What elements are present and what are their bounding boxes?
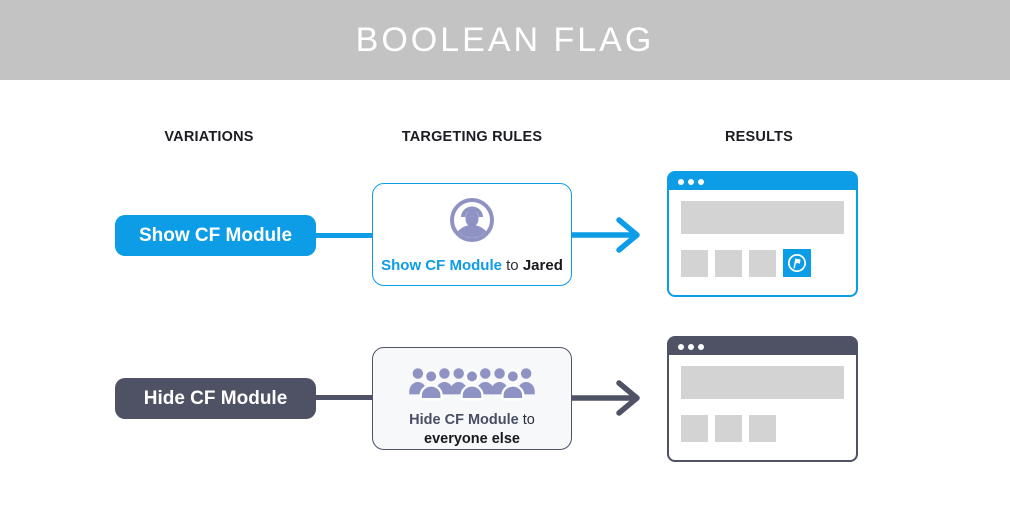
placeholder-banner — [681, 201, 844, 234]
variation-pill-hide-cf-module: Hide CF Module — [115, 378, 316, 419]
browser-content — [669, 190, 856, 288]
window-dot-icon — [678, 178, 684, 185]
user-group-icon — [406, 364, 538, 407]
placeholder-tile — [749, 415, 776, 442]
browser-content — [669, 355, 856, 453]
targeting-rule-card-show: Show CF Module to Jared — [372, 183, 572, 286]
placeholder-tiles-row — [681, 415, 844, 442]
page-title: BOOLEAN FLAG — [355, 20, 655, 59]
window-dot-icon — [688, 343, 694, 350]
result-browser-hidden — [667, 336, 858, 462]
variation-pill-show-cf-module: Show CF Module — [115, 215, 316, 256]
rule-audience: Jared — [522, 257, 563, 274]
browser-titlebar — [669, 173, 856, 190]
column-label-targeting-rules: TARGETING RULES — [401, 129, 543, 145]
cf-module-tile — [783, 249, 811, 277]
window-dot-icon — [698, 343, 704, 350]
rule-flag-name: Hide CF Module — [409, 412, 519, 428]
placeholder-banner — [681, 366, 844, 399]
connector-line — [314, 233, 374, 238]
window-dot-icon — [678, 343, 684, 350]
rule-connector: to — [522, 412, 535, 428]
connector-line — [314, 395, 374, 400]
rule-flag-name: Show CF Module — [381, 257, 502, 274]
column-label-variations: VARIATIONS — [164, 129, 254, 145]
column-label-results: RESULTS — [725, 129, 793, 145]
right-arrow-icon — [571, 217, 640, 253]
rule-text: Hide CF Module to everyone else — [409, 411, 535, 449]
rule-connector: to — [506, 257, 519, 274]
placeholder-tile — [749, 250, 776, 277]
window-dot-icon — [688, 178, 694, 185]
placeholder-tiles-row — [681, 249, 844, 277]
placeholder-tile — [681, 250, 708, 277]
flag-icon — [788, 254, 806, 272]
result-browser-shown — [667, 171, 858, 297]
placeholder-tile — [715, 250, 742, 277]
right-arrow-icon — [571, 380, 640, 416]
targeting-rule-card-hide: Hide CF Module to everyone else — [372, 347, 572, 450]
placeholder-tile — [715, 415, 742, 442]
rule-audience: everyone else — [424, 430, 520, 447]
user-avatar-icon — [448, 196, 496, 249]
browser-titlebar — [669, 338, 856, 355]
window-dot-icon — [698, 178, 704, 185]
placeholder-tile — [681, 415, 708, 442]
title-banner: BOOLEAN FLAG — [0, 0, 1010, 80]
rule-text: Show CF Module to Jared — [381, 256, 563, 276]
